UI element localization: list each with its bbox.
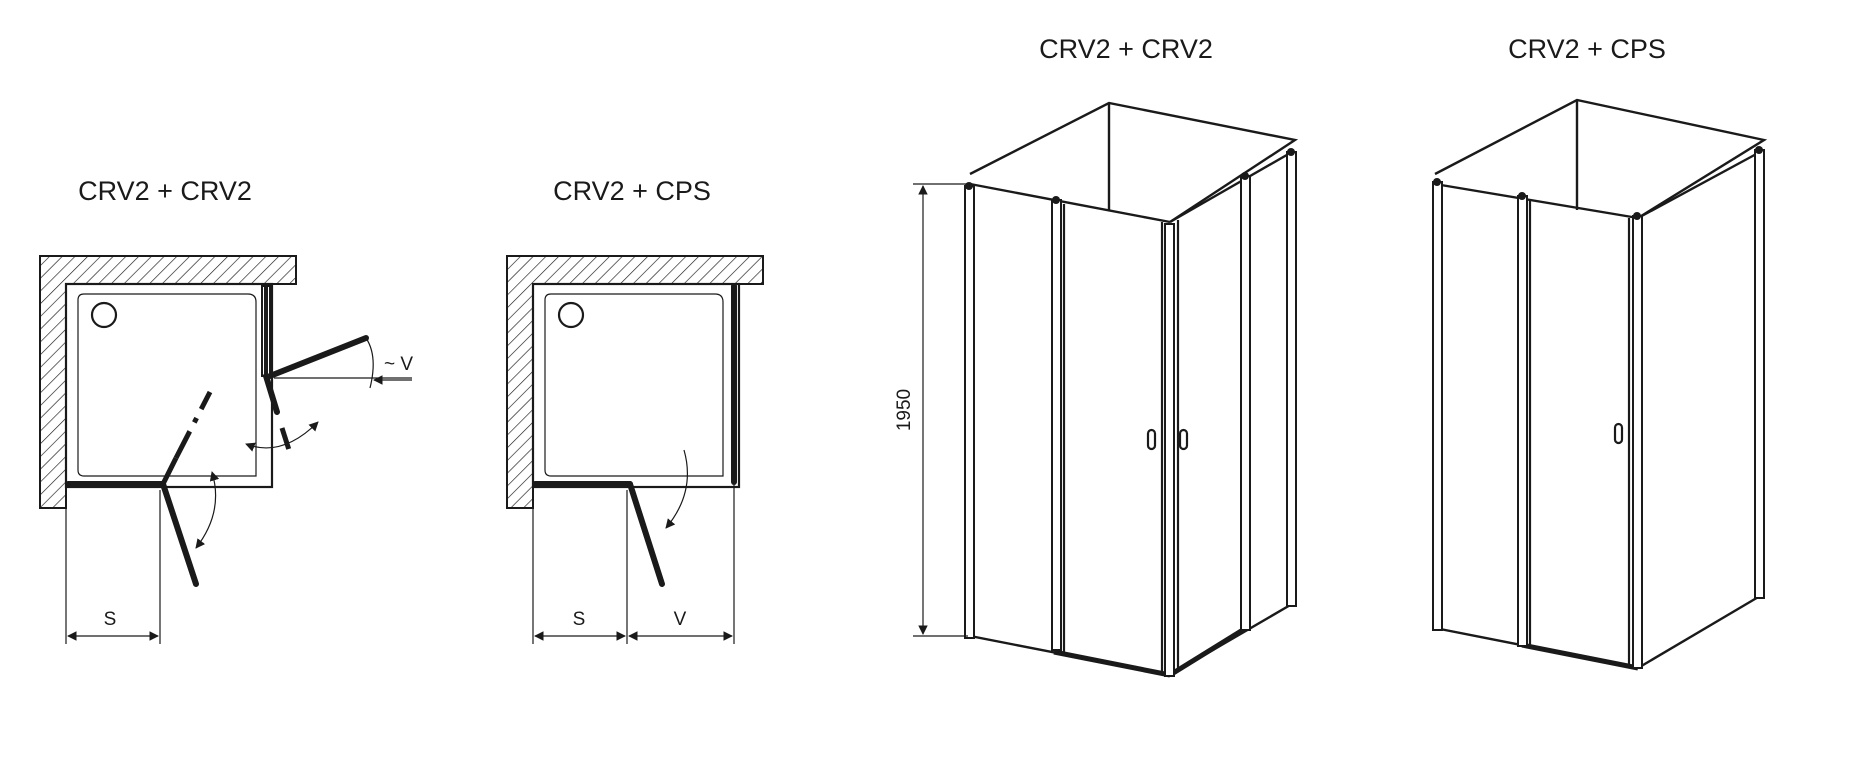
enclosure-frame	[969, 101, 1299, 678]
dimension-lines	[65, 375, 412, 644]
swing-arcs	[195, 337, 374, 549]
dimension-s-label: S	[104, 609, 117, 630]
door-front-open	[160, 481, 199, 587]
wall-profile-left	[1432, 181, 1443, 631]
dimension-lines	[532, 484, 735, 644]
fixed-side-profile	[1754, 149, 1765, 599]
shower-tray	[64, 282, 274, 489]
door-handle-icon	[1146, 428, 1157, 451]
view-title: CRV2 + CRV2	[1039, 34, 1213, 64]
door-handles	[1613, 422, 1624, 445]
drain-icon	[557, 301, 585, 329]
glass-panels	[532, 283, 737, 587]
plan-title: CRV2 + CRV2	[78, 176, 252, 206]
door-profile-left	[1051, 199, 1062, 651]
door-handle-icon	[1613, 422, 1624, 445]
door-profile-left	[1517, 195, 1528, 647]
perspective-view-crv2-cps: CRV2 + CPS	[1432, 34, 1768, 671]
plan-view-crv2-crv2: CRV2 + CRV2	[39, 176, 413, 644]
wall-profile-right	[1286, 151, 1297, 607]
dimension-s-label: S	[573, 609, 586, 630]
dimension-v-label: V	[674, 609, 687, 630]
wall-profile-left	[964, 185, 975, 639]
plan-title: CRV2 + CPS	[553, 176, 711, 206]
plan-view-crv2-cps: CRV2 + CPS S V	[506, 176, 764, 644]
corner-profile	[1632, 215, 1643, 669]
shower-tray	[531, 282, 741, 489]
door-handle-icon	[1178, 428, 1189, 451]
drain-icon	[90, 301, 118, 329]
dimension-v-label: ~ V	[384, 354, 413, 375]
door-leaves	[1528, 200, 1631, 666]
swing-arcs	[665, 449, 689, 529]
vertical-profiles	[964, 148, 1297, 677]
view-title: CRV2 + CPS	[1508, 34, 1666, 64]
door-leaves	[1062, 204, 1180, 672]
door-profile-right	[1240, 175, 1251, 631]
height-dimension: 1950	[894, 183, 968, 637]
door-handles	[1146, 428, 1189, 451]
glass-panels	[65, 285, 369, 587]
height-label: 1950	[894, 389, 915, 431]
door-front-open	[627, 481, 665, 587]
door-side-open	[267, 335, 369, 379]
corner-profile	[1164, 223, 1175, 677]
perspective-view-crv2-crv2: CRV2 + CRV2	[894, 34, 1299, 678]
enclosure-frame	[1434, 98, 1768, 671]
vertical-profiles	[1432, 146, 1765, 669]
